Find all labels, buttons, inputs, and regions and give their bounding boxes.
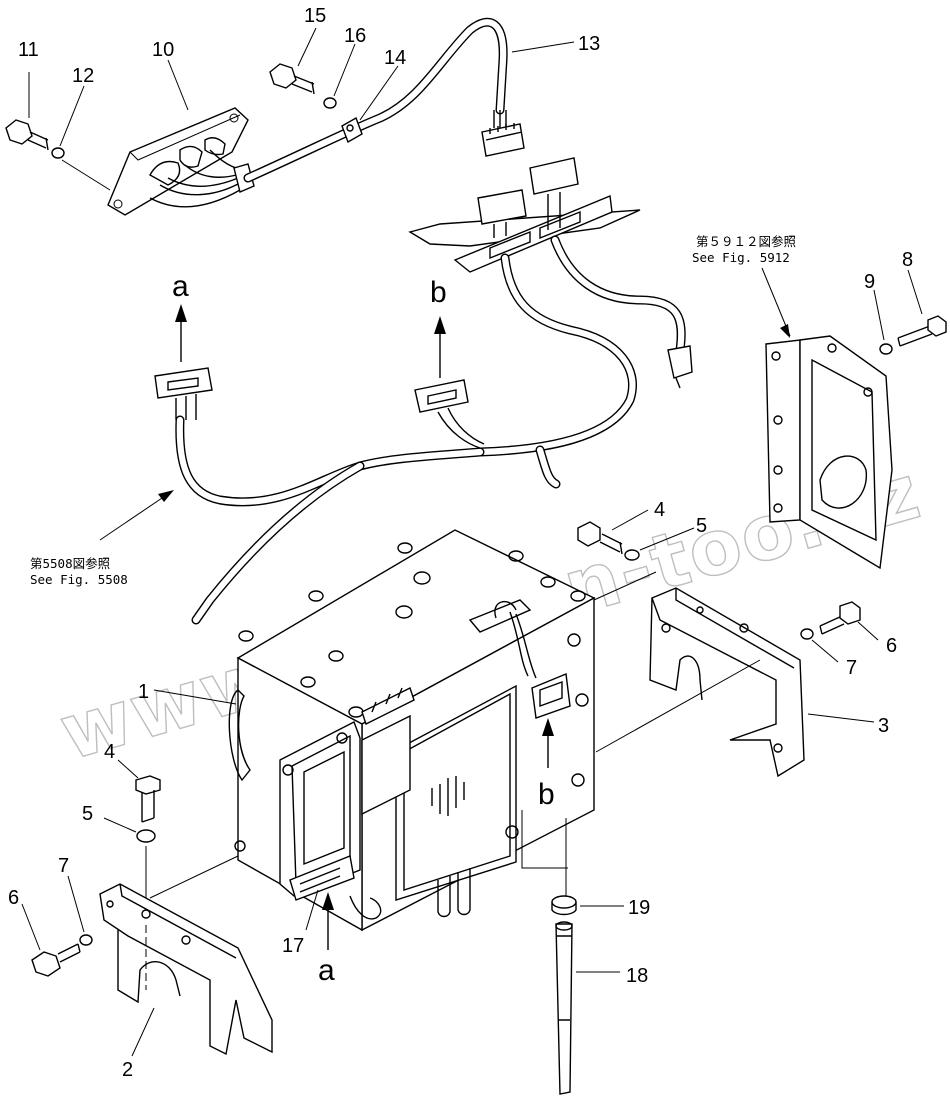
washer-7-lower bbox=[79, 934, 93, 946]
washer-5-upper bbox=[624, 549, 640, 561]
callout-13: 13 bbox=[578, 33, 600, 55]
leader-4-lower bbox=[117, 759, 139, 779]
controller-box-1 bbox=[228, 529, 596, 932]
arrowhead-fig5912 bbox=[780, 324, 790, 338]
bracket-2 bbox=[99, 883, 273, 1056]
leader-9 bbox=[873, 289, 885, 341]
leader-4-upper bbox=[611, 509, 649, 531]
leader-16 bbox=[333, 43, 356, 97]
cap-19 bbox=[551, 895, 577, 916]
ref-fig5508-jp: 第5508図参照 bbox=[30, 556, 110, 571]
ref-fig5912-en: See Fig. 5912 bbox=[692, 250, 790, 265]
leader-17 bbox=[305, 889, 319, 931]
leader-10 bbox=[167, 59, 189, 111]
callout-5-upper: 5 bbox=[696, 515, 707, 537]
leader-6-lower bbox=[21, 903, 41, 951]
washer-7-right bbox=[800, 628, 814, 640]
bolt-15 bbox=[269, 63, 315, 95]
leader-3 bbox=[807, 713, 875, 723]
callout-4-upper: 4 bbox=[654, 499, 665, 521]
guide-line-upper bbox=[593, 571, 657, 601]
leader-7-lower bbox=[67, 875, 85, 933]
arrow-b-bottom bbox=[542, 718, 554, 768]
callout-15: 15 bbox=[304, 5, 326, 27]
callout-16: 16 bbox=[344, 25, 366, 47]
bolt-4-lower bbox=[135, 775, 161, 823]
bolt-6-lower bbox=[31, 943, 81, 977]
callout-14: 14 bbox=[384, 47, 406, 69]
ref-fig5508-en: See Fig. 5508 bbox=[30, 572, 128, 587]
arrow-a-bottom bbox=[322, 892, 334, 950]
arrowhead-fig5508 bbox=[158, 490, 174, 502]
leader-fig5508 bbox=[99, 493, 169, 541]
washer-5-lower bbox=[136, 829, 156, 843]
leader-5-upper bbox=[639, 527, 695, 551]
callout-7-lower: 7 bbox=[58, 855, 69, 877]
callout-17: 17 bbox=[282, 935, 304, 957]
mark-a-bottom: a bbox=[318, 954, 335, 987]
bracket-fig5912 bbox=[765, 335, 893, 570]
washer-9 bbox=[879, 343, 893, 355]
mark-b-top: b bbox=[430, 276, 447, 309]
arrow-a-top bbox=[175, 304, 187, 362]
arrow-b-top bbox=[434, 316, 446, 378]
callout-9: 9 bbox=[864, 271, 875, 293]
callout-19: 19 bbox=[628, 897, 650, 919]
callout-18: 18 bbox=[626, 965, 648, 987]
washer-12 bbox=[51, 147, 65, 159]
callout-7-right: 7 bbox=[846, 657, 857, 679]
connector-panel bbox=[408, 157, 693, 457]
callout-8: 8 bbox=[902, 249, 913, 271]
bracket-3 bbox=[649, 587, 805, 778]
mark-b-bottom: b bbox=[538, 778, 555, 811]
bracket-10-assembly bbox=[107, 107, 255, 216]
rod-18 bbox=[555, 921, 573, 1095]
leader-5-lower bbox=[103, 817, 137, 833]
leader-13 bbox=[511, 41, 575, 53]
leader-fig5912 bbox=[761, 267, 791, 337]
leader-6-right bbox=[857, 621, 879, 641]
callout-4-lower: 4 bbox=[104, 741, 115, 763]
leader-14 bbox=[359, 65, 399, 121]
callout-5-lower: 5 bbox=[82, 803, 93, 825]
harness-13 bbox=[243, 17, 525, 183]
bolt-6-right bbox=[819, 601, 861, 635]
callout-10: 10 bbox=[152, 39, 174, 61]
guide-line-3 bbox=[595, 659, 761, 753]
guide-line-19 bbox=[521, 810, 568, 869]
bolt-8 bbox=[897, 315, 947, 347]
callout-12: 12 bbox=[72, 65, 94, 87]
callout-2: 2 bbox=[122, 1059, 133, 1081]
leader-2 bbox=[131, 1007, 155, 1057]
leader-8 bbox=[907, 269, 923, 315]
leader-12 bbox=[59, 85, 85, 147]
callout-3: 3 bbox=[878, 715, 889, 737]
guide-line-2 bbox=[149, 855, 239, 899]
leader-10b bbox=[61, 159, 111, 191]
washer-16 bbox=[323, 97, 337, 109]
bolt-11 bbox=[5, 119, 49, 151]
leader-1 bbox=[153, 689, 237, 705]
leader-15 bbox=[297, 27, 317, 67]
leader-7-right bbox=[811, 639, 839, 663]
main-harness-left bbox=[154, 367, 561, 625]
bolt-4-upper bbox=[577, 521, 623, 555]
callout-11: 11 bbox=[18, 39, 39, 61]
callout-1: 1 bbox=[138, 681, 149, 703]
callout-6-lower: 6 bbox=[8, 887, 19, 909]
mark-a-top: a bbox=[172, 270, 189, 303]
ref-fig5912-jp: 第５９１２図参照 bbox=[696, 234, 796, 249]
callout-6-right: 6 bbox=[886, 635, 897, 657]
